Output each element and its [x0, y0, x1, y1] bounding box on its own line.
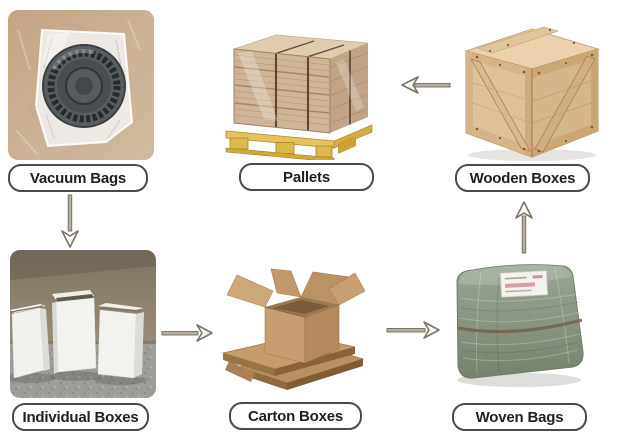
wooden-boxes-photo [446, 5, 612, 163]
label-wooden-boxes: Wooden Boxes [455, 164, 590, 192]
label-woven-bags: Woven Bags [452, 403, 587, 431]
woven-bags-photo [443, 252, 595, 392]
vacuum-bags-photo [8, 10, 154, 160]
up-arrow-icon [509, 200, 539, 260]
label-pallets: Pallets [239, 163, 374, 191]
pallets-photo [218, 5, 380, 160]
label-individual-boxes: Individual Boxes [12, 403, 149, 431]
label-wooden-boxes-text: Wooden Boxes [469, 169, 576, 187]
right-arrow-icon-2 [385, 315, 441, 350]
individual-boxes-photo [10, 250, 156, 398]
label-pallets-text: Pallets [283, 168, 330, 186]
label-vacuum-bags-text: Vacuum Bags [29, 169, 127, 187]
right-arrow-icon-1 [160, 318, 214, 353]
carton-boxes-photo [213, 245, 368, 397]
left-arrow-icon [400, 70, 452, 105]
down-arrow-icon [55, 193, 85, 254]
label-carton-boxes-text: Carton Boxes [247, 407, 344, 425]
label-carton-boxes: Carton Boxes [229, 402, 362, 430]
label-individual-boxes-text: Individual Boxes [22, 408, 139, 426]
label-woven-bags-text: Woven Bags [475, 408, 564, 426]
label-vacuum-bags: Vacuum Bags [8, 164, 148, 192]
